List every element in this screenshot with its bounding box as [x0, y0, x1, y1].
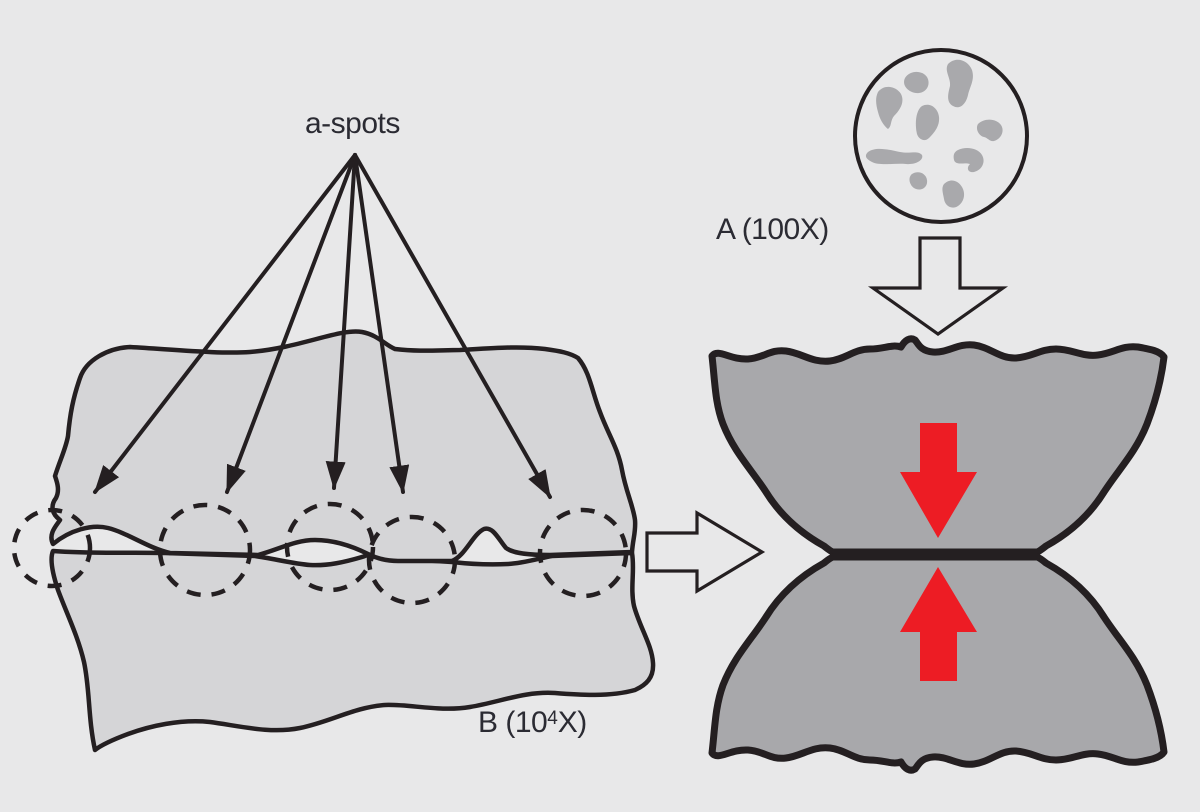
- transition-right-arrow-icon: [645, 510, 766, 594]
- contact-spot-blob: [953, 147, 984, 173]
- a-spots-label-text: a-spots: [305, 107, 400, 140]
- view-a-magnification-label: A (100X): [716, 213, 829, 246]
- view-b-magnification-label: B (104X): [478, 706, 587, 739]
- contact-spot-blob: [976, 119, 1003, 142]
- a-spot-pointer-arrow-3: [325, 153, 357, 490]
- inset-circle: [853, 48, 1029, 224]
- contact-spot-blob: [942, 180, 965, 208]
- a-spot-pointer-arrows: [93, 153, 552, 499]
- a-spot-pointer-arrow-2: [225, 153, 357, 494]
- view-b-magnification-prefix: B (10: [478, 706, 548, 739]
- a-spots-label: a-spots: [305, 107, 400, 140]
- a-spot-pointer-arrow-5: [353, 153, 552, 499]
- view-a-magnification-text: A (100X): [716, 213, 829, 246]
- view-b-magnification-suffix: X): [557, 706, 588, 739]
- contact-spot-blob: [915, 104, 940, 141]
- transition-down-arrow-icon: [867, 236, 1009, 336]
- microscopic-interface-view: [11, 153, 656, 753]
- contact-spot-blob: [946, 59, 973, 108]
- contact-spot-blob: [865, 148, 923, 165]
- contact-spot-blob: [909, 172, 928, 190]
- contact-spot-blob: [876, 86, 903, 129]
- contact-force-up-arrow-icon: [900, 567, 977, 681]
- a-spot-marker-4: [366, 514, 458, 606]
- contact-force-down-arrow-icon: [900, 423, 977, 538]
- view-b-magnification-exponent: 4: [547, 708, 558, 729]
- magnified-contact-spots-inset: [853, 48, 1029, 336]
- contact-spot-blobs: [865, 59, 1003, 208]
- a-spot-pointer-arrow-4: [353, 153, 410, 494]
- a-spot-markers: [11, 501, 629, 606]
- a-spot-marker-5: [537, 507, 629, 599]
- contact-spot-blob: [904, 71, 929, 94]
- macroscopic-contact-view: [708, 335, 1168, 774]
- a-spot-marker-2: [157, 502, 253, 598]
- a-spot-marker-1: [11, 507, 93, 589]
- a-spot-marker-3: [284, 501, 376, 593]
- a-spot-pointer-arrow-1: [93, 153, 357, 494]
